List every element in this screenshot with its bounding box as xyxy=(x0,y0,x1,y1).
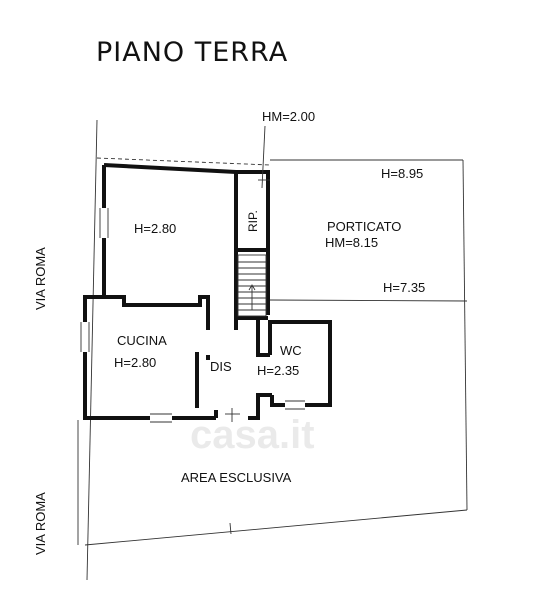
dis-label: DIS xyxy=(210,359,232,374)
plan-title: PIANO TERRA xyxy=(96,37,288,68)
area-esclusiva-label: AREA ESCLUSIVA xyxy=(181,470,292,485)
watermark: casa.it xyxy=(190,413,315,457)
wc-height: H=2.35 xyxy=(257,363,299,378)
staircase xyxy=(237,254,267,317)
porticato-hm: HM=8.15 xyxy=(325,235,378,250)
street-label-upper: VIA ROMA xyxy=(33,247,48,310)
walls xyxy=(83,163,332,420)
porticato-height-2: H=7.35 xyxy=(383,280,425,295)
main-room-height: H=2.80 xyxy=(134,221,176,236)
hm-top-label: HM=2.00 xyxy=(262,109,315,124)
property-boundary xyxy=(77,119,468,581)
room-labels: HM=2.00 H=2.80 RIP. H=8.95 PORTICATO HM=… xyxy=(114,109,425,485)
street-label-lower: VIA ROMA xyxy=(33,492,48,555)
cucina-height: H=2.80 xyxy=(114,355,156,370)
cucina-name: CUCINA xyxy=(117,333,167,348)
wc-name: WC xyxy=(280,343,302,358)
porticato-height-1: H=8.95 xyxy=(381,166,423,181)
leader-line xyxy=(261,125,266,189)
porticato-name: PORTICATO xyxy=(327,219,401,234)
ripostiglio-label: RIP. xyxy=(246,210,260,232)
openings xyxy=(80,208,305,423)
